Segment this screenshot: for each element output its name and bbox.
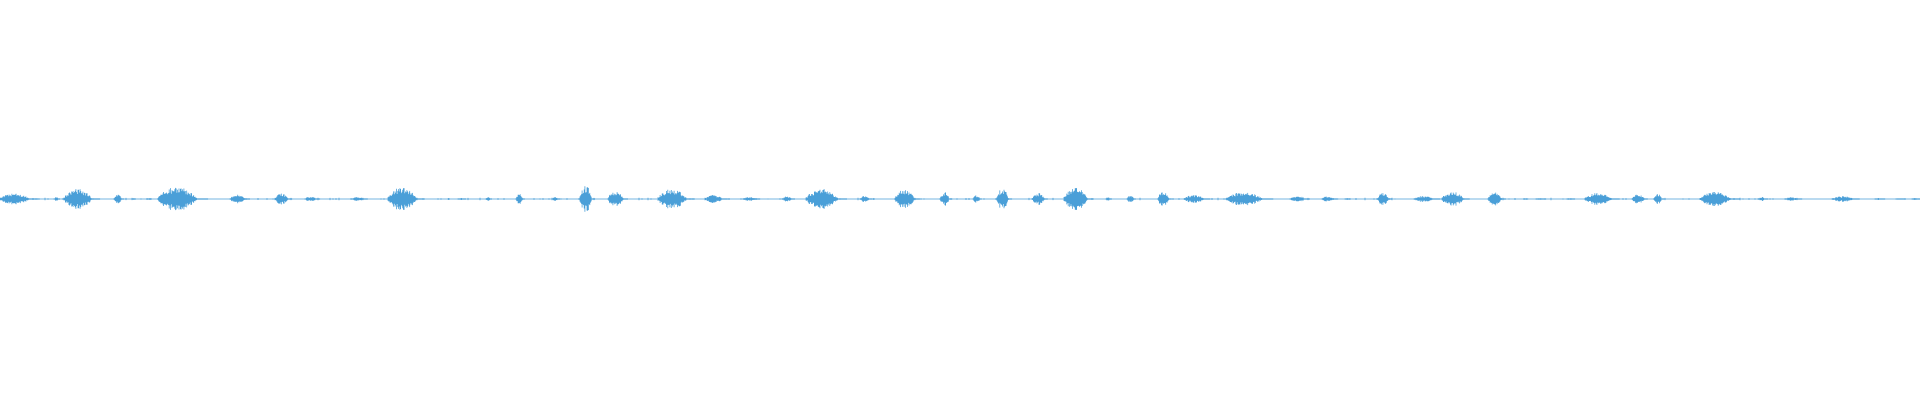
waveform-trace [0,186,1920,212]
